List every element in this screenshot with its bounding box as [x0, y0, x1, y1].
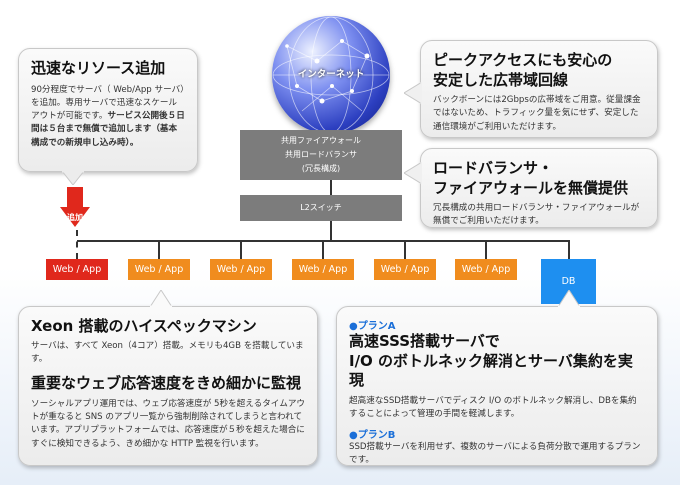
internet-globe-icon: インターネット	[272, 16, 390, 134]
callout-pointer	[404, 162, 422, 184]
lb-switch-line	[330, 180, 332, 195]
callout-pointer	[558, 290, 580, 307]
lb-box-line1: 共用ファイアウォール	[281, 136, 361, 145]
web-app-server: Web / App	[374, 259, 436, 280]
add-badge-label: 追加	[67, 213, 83, 222]
lb-box-line2: 共用ロードバランサ	[285, 150, 357, 159]
callout-bandwidth: ピークアクセスにも安心の 安定した広帯域回線 バックボーンには2Gbpsの広帯域…	[420, 40, 658, 138]
callout-rapid-resource: 迅速なリソース追加 90分程度でサーバ（ Web/App サーバ）を追加。専用サ…	[18, 48, 198, 172]
callout-ssd: ●プランA 高速SSS搭載サーバで I/O のボトルネック解消とサーバ集約を実現…	[336, 306, 658, 466]
dashed-drop-line	[76, 230, 78, 259]
web-app-server: Web / App	[455, 259, 517, 280]
drop-line-1	[158, 240, 160, 259]
monitoring-body: ソーシャルアプリ運用では、ウェブ応答速度が 5秒を超えるタイムアウトが重なると …	[31, 398, 306, 449]
internet-label: インターネット	[297, 69, 365, 80]
web-app-server: Web / App	[210, 259, 272, 280]
ssd-title-1: 高速SSS搭載サーバで	[349, 332, 500, 350]
rapid-resource-body: 90分程度でサーバ（ Web/App サーバ）を追加。専用サーバで迅速なスケール…	[31, 84, 185, 151]
callout-pointer	[404, 82, 422, 104]
l2-switch-label: L2スイッチ	[300, 203, 342, 212]
drop-line-4	[404, 240, 406, 259]
lb-callout-title-1: ロードバランサ・	[433, 159, 554, 177]
bandwidth-title-1: ピークアクセスにも安心の	[433, 51, 613, 69]
bandwidth-title-2: 安定した広帯域回線	[433, 70, 569, 89]
web-app-server: Web / App	[292, 259, 354, 280]
callout-xeon: Xeon 搭載のハイスペックマシン サーバは、すべて Xeon（4コア）搭載。メ…	[18, 306, 318, 466]
add-arrow-icon	[60, 187, 90, 227]
callout-pointer	[150, 290, 172, 307]
lb-box-line3: (冗長構成)	[301, 164, 341, 173]
lb-callout-title-2: ファイアウォールを無償提供	[433, 178, 629, 197]
xeon-body: サーバは、すべて Xeon（4コア）搭載。メモリも4GB を搭載しています。	[31, 340, 304, 364]
l2-switch-box: L2スイッチ	[240, 195, 402, 221]
plan-b-body: SSD搭載サーバを利用せず、複数のサーバによる負荷分散で運用するプランです。	[349, 442, 641, 466]
plan-a-label: ●プランA	[349, 321, 396, 332]
xeon-title: Xeon 搭載のハイスペックマシン	[31, 317, 257, 335]
drop-line-2	[240, 240, 242, 259]
rapid-resource-body-1: 90分程度でサーバ（ Web/App サーバ）を追加。専用サーバで迅速なスケール…	[31, 84, 185, 122]
plan-a-body: 超高速なSSD搭載サーバでディスク I/O のボトルネック解消し、DBを集約する…	[349, 395, 637, 419]
monitoring-title: 重要なウェブ応答速度をきめ細かに監視	[31, 374, 302, 393]
drop-line-3	[322, 240, 324, 259]
ssd-title-2: I/O のボトルネック解消とサーバ集約を実現	[349, 351, 633, 390]
switch-down-line	[330, 221, 332, 241]
web-app-server: Web / App	[128, 259, 190, 280]
lb-callout-body: 冗長構成の共用ロードバランサ・ファイアウォールが無償でご利用いただけます。	[433, 203, 640, 227]
callout-lb-firewall: ロードバランサ・ ファイアウォールを無償提供 冗長構成の共用ロードバランサ・ファ…	[420, 148, 658, 228]
plan-b-label: ●プランB	[349, 430, 396, 442]
rapid-resource-body-2: サービス公開後５日間は５台まで無償で追加します（基本構成での新規申し込み時）。	[31, 111, 185, 148]
drop-line-db	[568, 240, 570, 259]
callout-pointer	[62, 171, 84, 185]
web-app-server-added: Web / App	[46, 259, 108, 280]
bandwidth-body: バックボーンには2Gbpsの広帯域をご用意。従量課金ではないため、トラフィック量…	[433, 95, 641, 132]
drop-line-5	[485, 240, 487, 259]
shared-lb-firewall-box: 共用ファイアウォール 共用ロードバランサ (冗長構成)	[240, 130, 402, 180]
rapid-resource-title: 迅速なリソース追加	[31, 59, 166, 77]
